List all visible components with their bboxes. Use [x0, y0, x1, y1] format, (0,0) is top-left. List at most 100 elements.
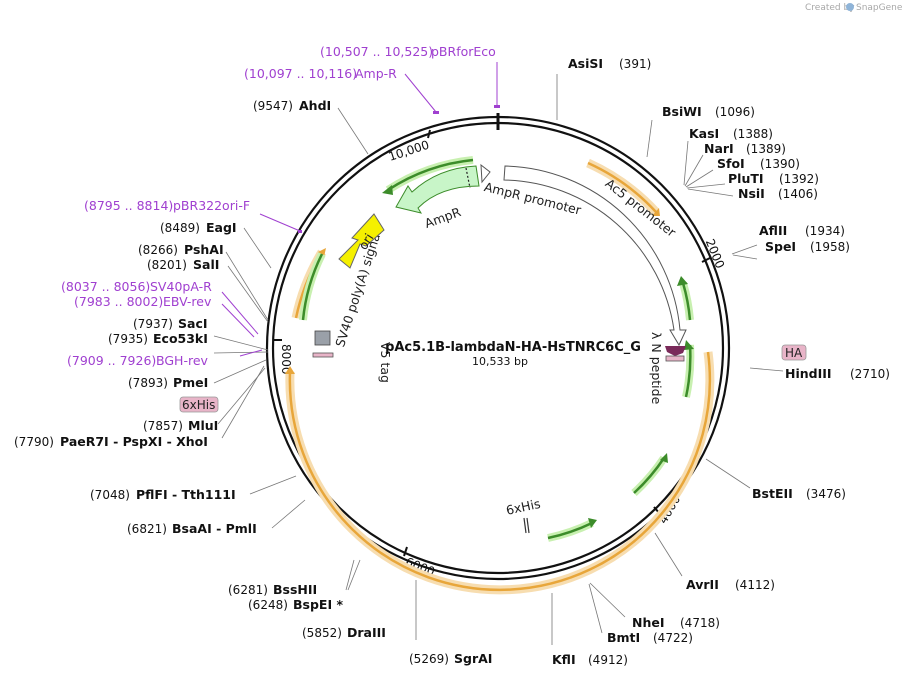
green-arrow-bottom-head	[588, 518, 597, 528]
primer-pbrforeco-range: (10,507 .. 10,525)	[320, 44, 433, 59]
enzyme-pshai-pos: (8266)	[138, 243, 178, 257]
credit-brand: SnapGene	[856, 3, 903, 13]
ampr-feature	[395, 165, 480, 214]
ampr-dotted-boundary	[465, 167, 471, 189]
enzyme-bsaai-pos: (6821)	[127, 522, 167, 536]
primer-bghrev-range: (7909 .. 7926)	[67, 353, 156, 368]
primer-pbrforeco-mark	[494, 105, 500, 108]
ruler-tick-10000	[427, 129, 431, 139]
primer-ebvrev-name: EBV-rev	[163, 294, 212, 309]
enzyme-pflfi-pos: (7048)	[90, 488, 130, 502]
ori-label: ori	[355, 231, 376, 253]
plasmid-size: 10,533 bp	[472, 355, 528, 368]
enzyme-avrii: AvrII	[686, 577, 719, 592]
enzyme-sgrai: SgrAI	[454, 651, 492, 666]
ha-tag-badge	[781, 344, 807, 361]
plasmid-name: pAc5.1B-lambdaN-HA-HsTNRC6C_G	[385, 340, 641, 355]
enzyme-connectors-right	[551, 74, 784, 645]
enzyme-eagi-pos: (8489)	[160, 221, 200, 235]
enzyme-eagi: EagI	[206, 220, 237, 235]
enzyme-hindiii: HindIII	[785, 366, 832, 381]
enzyme-saci: SacI	[178, 316, 208, 331]
bgh-marker	[312, 352, 334, 358]
enzyme-pshai: PshAI	[184, 242, 224, 257]
orf-top-arrowhead	[652, 208, 660, 216]
ori-feature	[338, 213, 385, 269]
six-his-badge-text: 6xHis	[182, 398, 215, 412]
six-his-inner-label: 6xHis	[505, 496, 542, 518]
primer-ampr-name: Amp-R	[355, 66, 397, 81]
enzyme-nari-pos: (1389)	[746, 142, 786, 156]
enzyme-bspei: BspEI *	[293, 597, 343, 612]
enzyme-pluti-pos: (1392)	[779, 172, 819, 186]
enzyme-kasi-pos: (1388)	[733, 127, 773, 141]
orf-main	[288, 351, 712, 592]
ampr-label: AmpR	[423, 204, 464, 231]
enzyme-nhei-pos: (4718)	[680, 616, 720, 630]
enzyme-kfli: KflI	[552, 652, 576, 667]
orf-main-arrowhead	[285, 366, 295, 374]
ha-tag-badge-text: HA	[785, 346, 803, 360]
enzyme-bsiwi: BsiWI	[662, 104, 702, 119]
enzyme-bspei-pos: (6248)	[248, 598, 288, 612]
enzyme-paer7i: PaeR7I - PspXI - XhoI	[60, 434, 208, 449]
enzyme-bsteii-pos: (3476)	[806, 487, 846, 501]
snapgene-logo-icon	[846, 3, 854, 11]
primer-bghrev-name: BGH-rev	[156, 353, 209, 368]
enzyme-aflii-pos: (1934)	[805, 224, 845, 238]
green-arrow-top	[387, 158, 474, 192]
green-arrow-right2-head	[684, 340, 694, 350]
enzyme-nari: NarI	[704, 141, 734, 156]
green-arrow-lower-right-head	[660, 453, 668, 463]
enzyme-sfoi-pos: (1390)	[760, 157, 800, 171]
enzyme-eco53ki-pos: (7935)	[108, 332, 148, 346]
enzyme-avrii-pos: (4112)	[735, 578, 775, 592]
enzyme-bmti: BmtI	[607, 630, 640, 645]
enzyme-kfli-pos: (4912)	[588, 653, 628, 667]
enzyme-nhei: NheI	[632, 615, 665, 630]
enzyme-pluti: PluTI	[728, 171, 764, 186]
six-his-badge	[179, 396, 219, 413]
lambda-n-feature	[665, 346, 686, 356]
enzyme-pmei-pos: (7893)	[128, 376, 168, 390]
enzyme-draiii: DraIII	[347, 625, 386, 640]
primer-ampr-mark	[433, 111, 439, 114]
primer-pbr322ori-mark	[298, 230, 302, 233]
orf-left-arrowhead	[318, 248, 326, 257]
enzyme-bsiwi-pos: (1096)	[715, 105, 755, 119]
primer-ebvrev-range: (7983 .. 8002)	[74, 294, 163, 309]
enzyme-sfoi: SfoI	[717, 156, 745, 171]
enzyme-connectors-left	[213, 107, 417, 640]
enzyme-labels-right: AsiSI (391) BsiWI (1096) KasI (1388) Nar…	[552, 56, 890, 667]
green-arrow-right1-head	[677, 276, 688, 286]
credit-created-by: Created by	[805, 3, 855, 13]
enzyme-bmti-pos: (4722)	[653, 631, 693, 645]
enzyme-bsaai: BsaAI - PmlI	[172, 521, 257, 536]
enzyme-aflii: AflII	[759, 223, 787, 238]
enzyme-nsii-pos: (1406)	[778, 187, 818, 201]
enzyme-ahdi-pos: (9547)	[253, 99, 293, 113]
enzyme-sali-pos: (8201)	[147, 258, 187, 272]
primer-pbr322ori-name: pBR322ori-F	[173, 198, 250, 213]
ruler-tick-6000	[403, 546, 408, 557]
primer-connectors	[221, 62, 498, 357]
enzyme-draiii-pos: (5852)	[302, 626, 342, 640]
enzyme-spei: SpeI	[765, 239, 796, 254]
enzyme-nsii: NsiI	[738, 186, 765, 201]
enzyme-bsshii-pos: (6281)	[228, 583, 268, 597]
enzyme-mlui: MluI	[188, 418, 218, 433]
enzyme-hindiii-pos: (2710)	[850, 367, 890, 381]
green-arrows	[299, 156, 695, 542]
enzyme-pflfi: PflFI - Tth111I	[136, 487, 236, 502]
enzyme-saci-pos: (7937)	[133, 317, 173, 331]
orf-main-glow	[285, 351, 715, 595]
lambda-n-label: λ N peptide	[649, 332, 664, 405]
v5-tag-feature	[314, 330, 331, 346]
enzyme-bsteii: BstEII	[752, 486, 793, 501]
enzyme-paer7i-pos: (7790)	[14, 435, 54, 449]
enzyme-labels-left: (5269) SgrAI (5852) DraIII (6248) BspEI …	[14, 98, 492, 666]
primer-sv40pa-range: (8037 .. 8056)	[61, 279, 150, 294]
primer-sv40pa-name: SV40pA-R	[150, 279, 212, 294]
enzyme-spei-pos: (1958)	[810, 240, 850, 254]
